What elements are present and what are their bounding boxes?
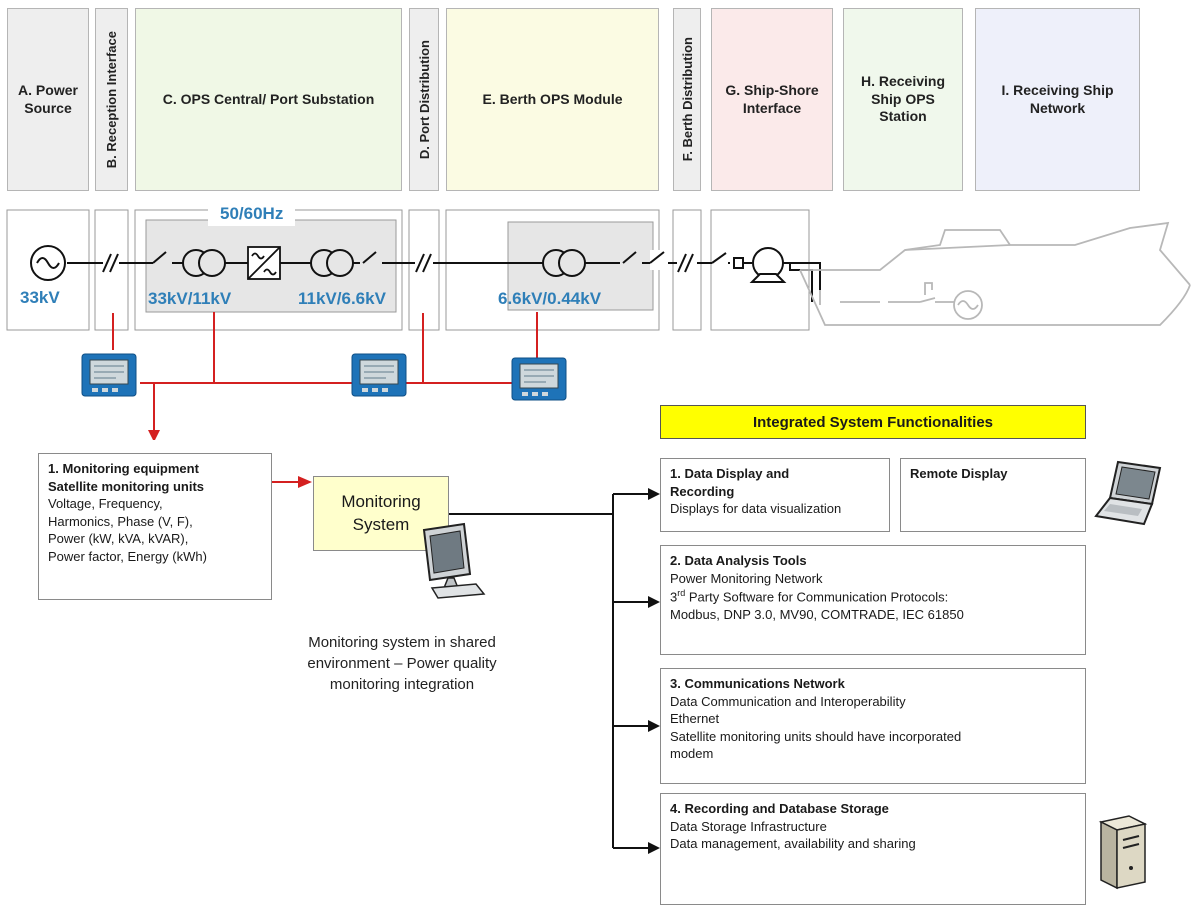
zone-reception-outline (94, 209, 129, 331)
header-ship-shore-interface-label: G. Ship-Shore Interface (725, 82, 819, 116)
header-berth-ops-module: E. Berth OPS Module (446, 8, 659, 191)
data-display-body: Displays for data visualization (670, 501, 842, 517)
frequency-text: 50/60Hz (220, 204, 284, 223)
transformer-3-label: 6.6kV/0.44kV (498, 289, 602, 308)
data-analysis-line-2-sup: rd (677, 588, 686, 599)
monitoring-equipment-line: Voltage, Frequency, (48, 496, 163, 512)
flow-connectors (272, 476, 660, 854)
transformer-icon (182, 249, 226, 277)
meter-icon-3 (511, 357, 567, 401)
breaker-icon (150, 250, 172, 270)
monitoring-equipment-title: 1. Monitoring equipment (48, 461, 199, 476)
header-ship-shore-interface: G. Ship-Shore Interface (711, 8, 833, 191)
monitoring-equipment-subtitle: Satellite monitoring units (48, 478, 205, 494)
data-analysis-line-3: Modbus, DNP 3.0, MV90, COMTRADE, IEC 618… (670, 606, 964, 622)
communications-line-2: Ethernet (670, 711, 720, 727)
monitor-icon (422, 522, 486, 599)
data-analysis-title: 2. Data Analysis Tools (670, 553, 807, 568)
data-analysis-line-2: 3rd Party Software for Communication Pro… (670, 587, 1076, 606)
recording-title: 4. Recording and Database Storage (670, 801, 889, 816)
data-analysis-box: 2. Data Analysis Tools Power Monitoring … (660, 545, 1086, 655)
monitoring-system-label-2: System (352, 514, 410, 534)
communications-line-1: Data Communication and Interoperability (670, 693, 906, 709)
meter-icon (81, 353, 137, 397)
laptop-icon (1094, 460, 1162, 526)
header-berth-ops-module-label: E. Berth OPS Module (482, 90, 623, 107)
transformer-icon-3 (542, 249, 586, 277)
monitoring-caption-line-3: monitoring integration (329, 676, 475, 693)
monitoring-system-label-1: Monitoring (341, 491, 421, 511)
communications-line-4: modem (670, 746, 714, 762)
arrow-down (148, 430, 160, 440)
breaker-icon-2 (360, 250, 382, 270)
header-berth-distribution: F. Berth Distribution (673, 8, 701, 191)
source-voltage-label: 33kV (20, 288, 60, 307)
monitoring-caption-line-2: environment – Power quality (307, 655, 497, 672)
berth-dist-break-icon (677, 253, 697, 273)
header-berth-distribution-label: F. Berth Distribution (679, 37, 695, 162)
header-reception-interface-label: B. Reception Interface (104, 30, 119, 169)
frequency-label: 50/60Hz (208, 202, 296, 226)
breaker-icon-5 (711, 250, 728, 270)
header-receiving-ship-ops: H. Receiving Ship OPS Station (843, 8, 963, 191)
breaker-icon-4 (649, 250, 668, 270)
header-receiving-ship-ops-label: H. Receiving Ship OPS Station (860, 73, 946, 125)
data-analysis-line-2-pre: 3 (670, 589, 678, 605)
single-line-diagram (6, 209, 1191, 440)
server-icon (1098, 815, 1148, 890)
monitoring-caption: Monitoring system in shared environment … (270, 632, 534, 695)
header-reception-interface: B. Reception Interface (95, 8, 128, 191)
monitoring-equipment-box: 1. Monitoring equipment Satellite monito… (38, 453, 272, 600)
zone-source-outline (6, 209, 90, 331)
monitoring-equipment-line: Harmonics, Phase (V, F), (48, 513, 193, 529)
header-ops-central: C. OPS Central/ Port Substation (135, 8, 402, 191)
header-ops-central-label: C. OPS Central/ Port Substation (162, 90, 375, 107)
transformer-1-label: 33kV/11kV (148, 289, 232, 308)
remote-display-box: Remote Display (900, 458, 1086, 532)
header-power-source-label: A. Power Source (18, 82, 78, 116)
data-display-box: 1. Data Display and Recording Displays f… (660, 458, 890, 532)
monitoring-equipment-line: Power factor, Energy (kWh) (48, 548, 207, 564)
recording-line-1: Data Storage Infrastructure (670, 818, 827, 834)
port-dist-break-icon (415, 253, 433, 273)
remote-display-title: Remote Display (910, 466, 1008, 481)
recording-box: 4. Recording and Database Storage Data S… (660, 793, 1086, 905)
transformer-2-label: 11kV/6.6kV (298, 289, 386, 308)
header-receiving-ship-network: I. Receiving Ship Network (975, 8, 1140, 191)
header-power-source: A. Power Source (7, 8, 89, 191)
reception-break-icon (102, 253, 119, 273)
data-analysis-line-2-post: Party Software for Communication Protoco… (685, 589, 949, 605)
communications-title: 3. Communications Network (670, 676, 845, 691)
functionalities-title-text: Integrated System Functionalities (752, 413, 994, 431)
communications-line-3: Satellite monitoring units should have i… (670, 728, 962, 744)
transformer-icon-2 (310, 249, 354, 277)
converter-icon (247, 246, 281, 280)
meter-icon-2 (351, 353, 407, 397)
header-port-distribution-label: D. Port Distribution (416, 39, 432, 160)
recording-line-2: Data management, availability and sharin… (670, 836, 916, 852)
ship-outline (799, 221, 1191, 326)
cable-reel-icon (733, 247, 821, 302)
zone-berth-dist-outline (672, 209, 702, 331)
data-display-title-1: 1. Data Display and (670, 466, 790, 481)
communications-box: 3. Communications Network Data Communica… (660, 668, 1086, 784)
functionalities-title: Integrated System Functionalities (660, 405, 1086, 439)
header-receiving-ship-network-label: I. Receiving Ship Network (1001, 82, 1114, 116)
data-display-title-2: Recording (670, 483, 735, 499)
header-port-distribution: D. Port Distribution (409, 8, 439, 191)
generator-icon (953, 290, 983, 320)
data-analysis-line-1: Power Monitoring Network (670, 570, 823, 586)
monitoring-caption-line-1: Monitoring system in shared (308, 634, 496, 651)
monitoring-equipment-line: Power (kW, kVA, kVAR), (48, 531, 189, 547)
breaker-icon-3 (620, 250, 642, 270)
